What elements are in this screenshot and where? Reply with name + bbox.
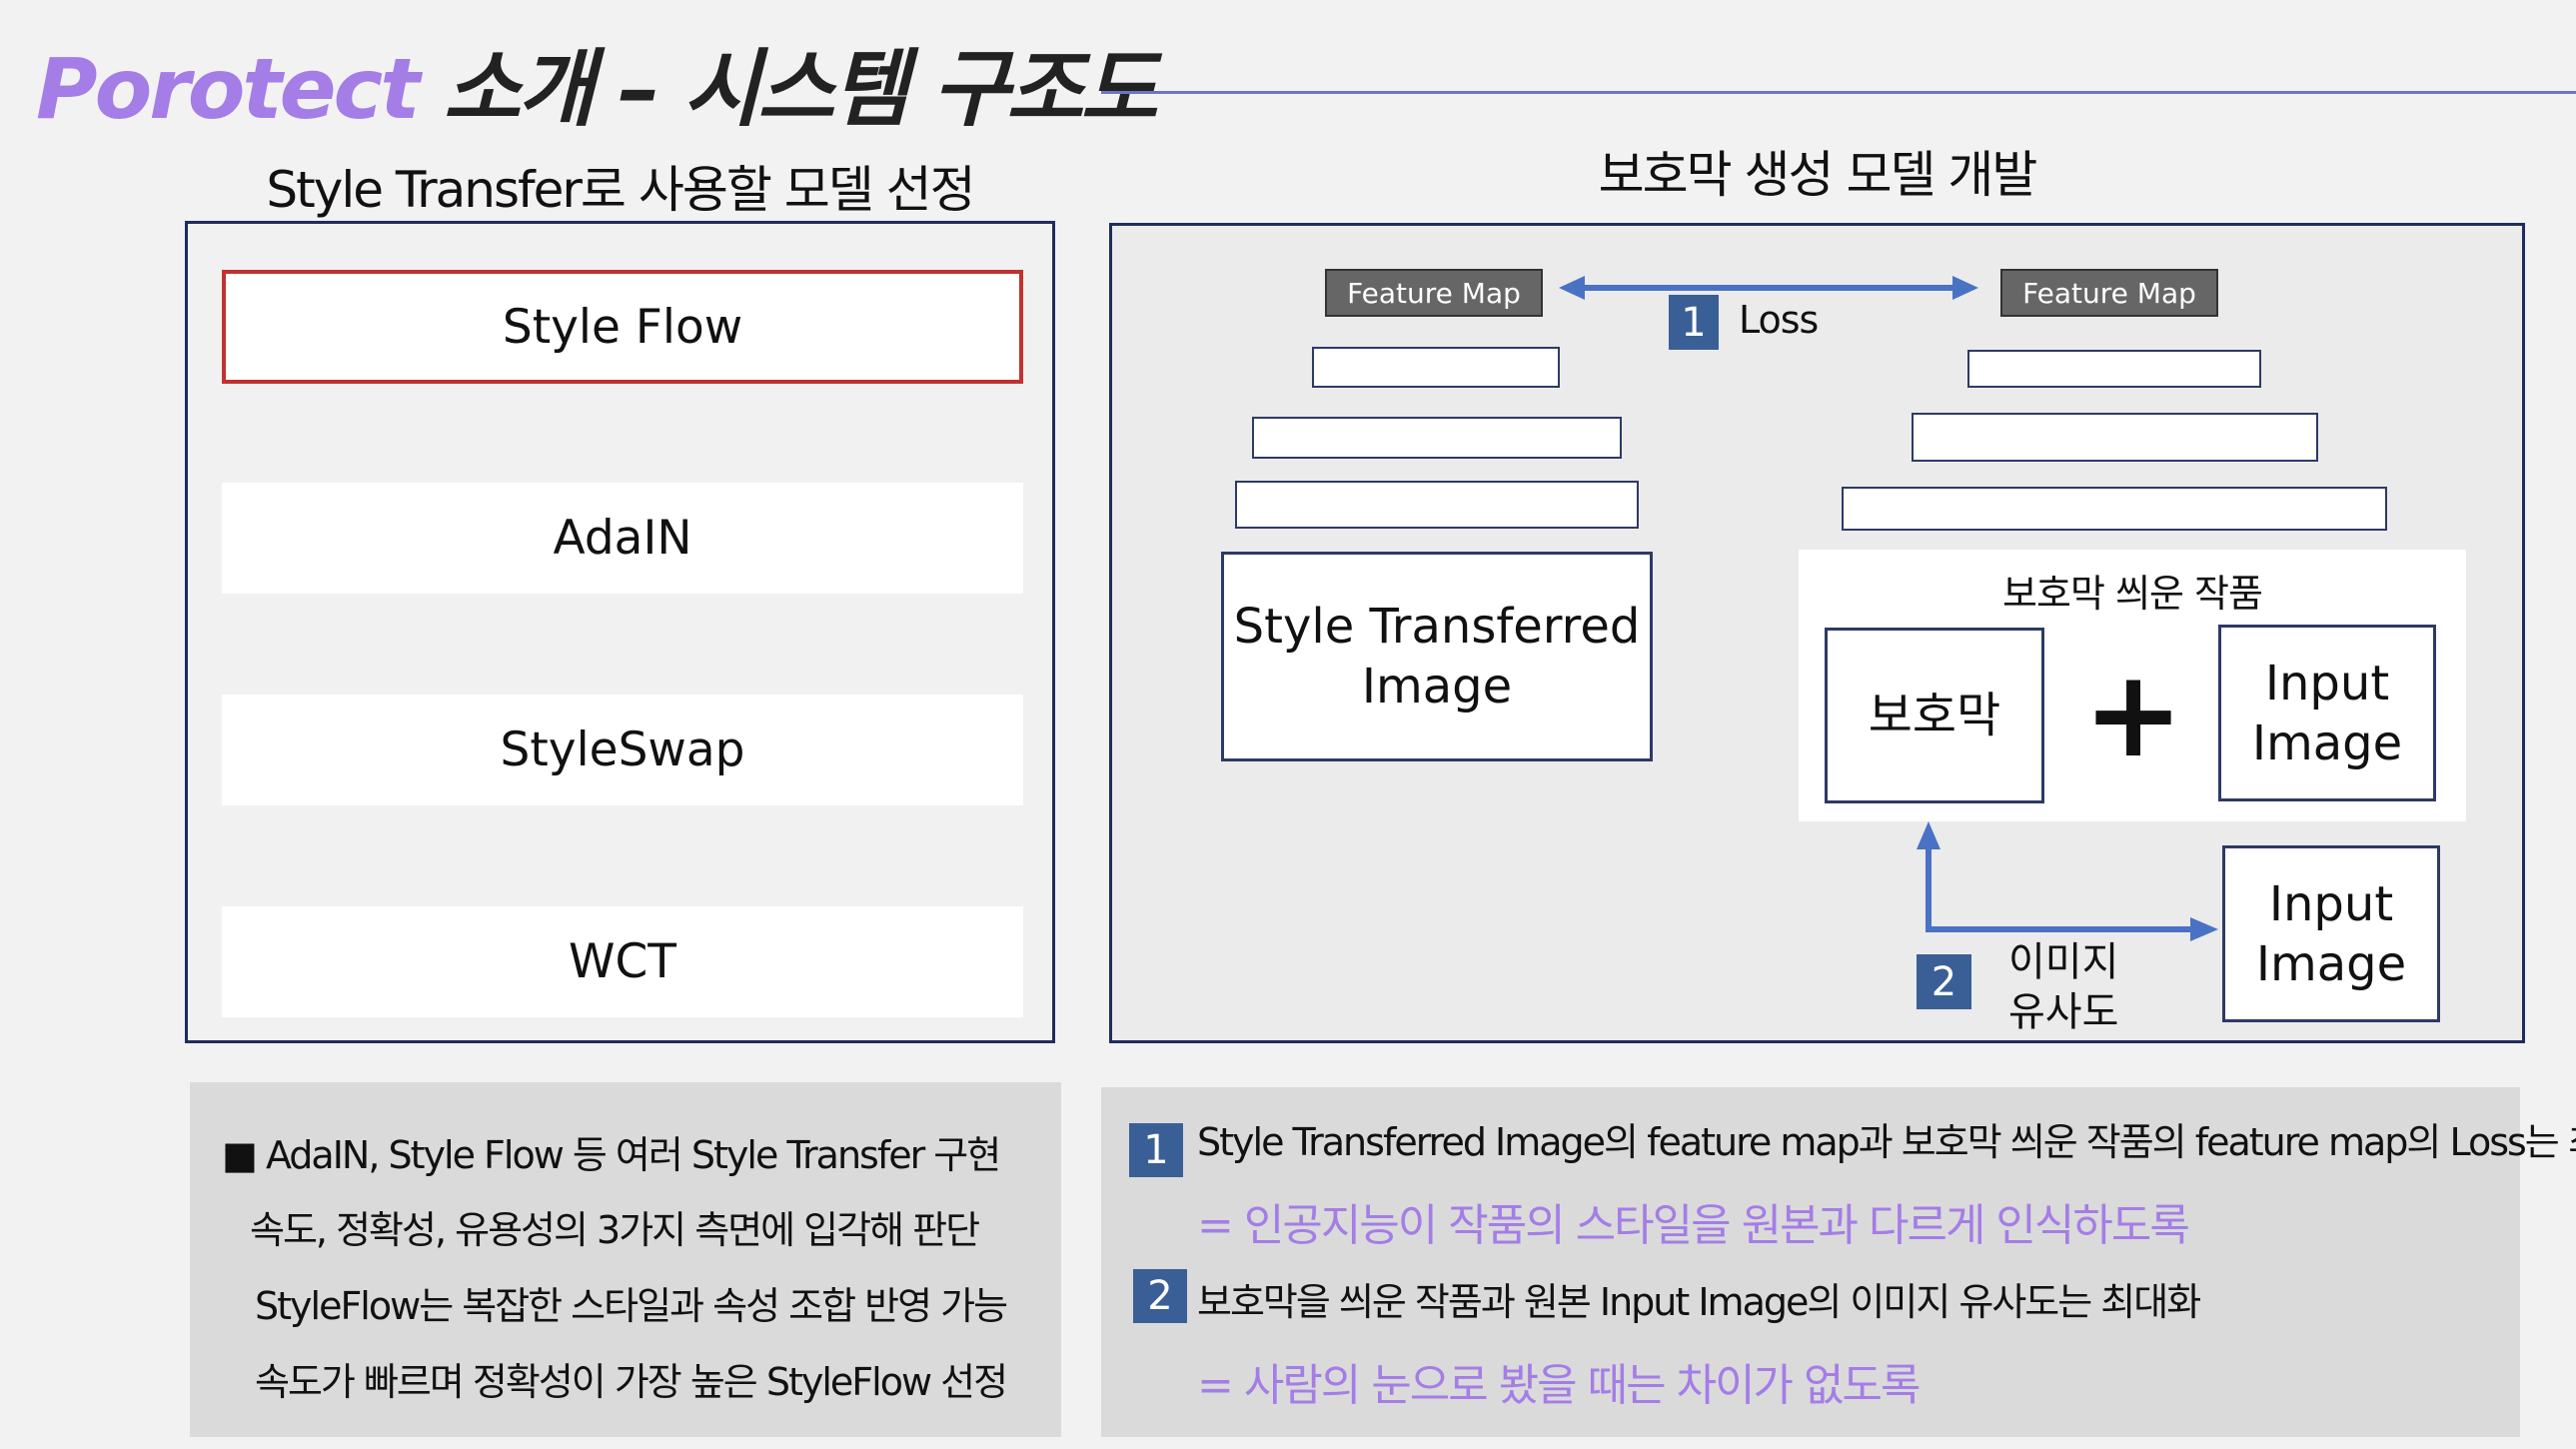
feature-map-left-tag: Feature Map bbox=[1325, 269, 1543, 317]
objective-1-badge: 1 bbox=[1129, 1123, 1183, 1177]
encoder-layer-left-1 bbox=[1312, 347, 1560, 388]
model-option-wct[interactable]: WCT bbox=[222, 906, 1023, 1017]
title-text: 소개 – 시스템 구조도 bbox=[417, 40, 1158, 138]
objective-2-meaning: = 사람의 눈으로 봤을 때는 차이가 없도록 bbox=[1197, 1360, 1921, 1411]
objective-1-meaning: = 인공지능이 작품의 스타일을 원본과 다르게 인식하도록 bbox=[1197, 1200, 2190, 1251]
input-image-box-original: Input Image bbox=[2222, 845, 2440, 1022]
similarity-arrow bbox=[1917, 821, 2218, 941]
encoder-layer-right-1 bbox=[1967, 350, 2261, 388]
similarity-label-line-1: 이미지 bbox=[2008, 939, 2119, 985]
similarity-number-badge: 2 bbox=[1917, 954, 1971, 1009]
right-section-heading: 보호막 생성 모델 개발 bbox=[1598, 146, 2038, 204]
similarity-label: 이미지 유사도 bbox=[2008, 937, 2118, 1037]
title-divider bbox=[1101, 91, 2576, 94]
plus-symbol: + bbox=[2082, 646, 2184, 784]
summary-line-1: ■ AdaIN, Style Flow 등 여러 Style Transfer … bbox=[222, 1133, 1001, 1177]
style-transferred-image-box: Style Transferred Image bbox=[1221, 552, 1653, 761]
protected-artwork-title: 보호막 씌운 작품 bbox=[2002, 572, 2263, 616]
objective-1-text: Style Transferred Image의 feature map과 보호… bbox=[1197, 1120, 2576, 1164]
similarity-label-line-2: 유사도 bbox=[2008, 989, 2119, 1035]
encoder-layer-left-2 bbox=[1252, 417, 1622, 459]
loss-arrow bbox=[1559, 276, 1978, 300]
summary-line-3: StyleFlow는 복잡한 스타일과 속성 조합 반영 가능 bbox=[255, 1284, 1008, 1328]
summary-line-4: 속도가 빠르며 정확성이 가장 높은 StyleFlow 선정 bbox=[255, 1360, 1008, 1404]
encoder-layer-left-3 bbox=[1235, 481, 1639, 529]
objective-2-text: 보호막을 씌운 작품과 원본 Input Image의 이미지 유사도는 최대화 bbox=[1197, 1280, 2201, 1324]
encoder-layer-right-3 bbox=[1842, 487, 2387, 531]
objective-2-badge: 2 bbox=[1133, 1269, 1187, 1323]
page-title: Porotect 소개 – 시스템 구조도 bbox=[36, 22, 1158, 143]
input-image-box-in-group: Input Image bbox=[2218, 625, 2436, 801]
model-selection-summary bbox=[190, 1082, 1061, 1437]
loss-number-badge: 1 bbox=[1669, 295, 1719, 350]
model-option-style-flow[interactable]: Style Flow bbox=[222, 270, 1023, 384]
left-section-heading: Style Transfer로 사용할 모델 선정 bbox=[266, 161, 975, 219]
encoder-layer-right-2 bbox=[1912, 413, 2318, 462]
loss-label: Loss bbox=[1739, 298, 1819, 342]
feature-map-right-tag: Feature Map bbox=[2000, 269, 2218, 317]
brand-name: Porotect bbox=[36, 40, 420, 138]
objective-explanation bbox=[1101, 1087, 2520, 1437]
summary-line-2: 속도, 정확성, 유용성의 3가지 측면에 입각해 판단 bbox=[250, 1208, 980, 1252]
shield-layer-box: 보호막 bbox=[1825, 628, 2044, 803]
model-option-styleswap[interactable]: StyleSwap bbox=[222, 695, 1023, 805]
model-option-adain[interactable]: AdaIN bbox=[222, 483, 1023, 594]
